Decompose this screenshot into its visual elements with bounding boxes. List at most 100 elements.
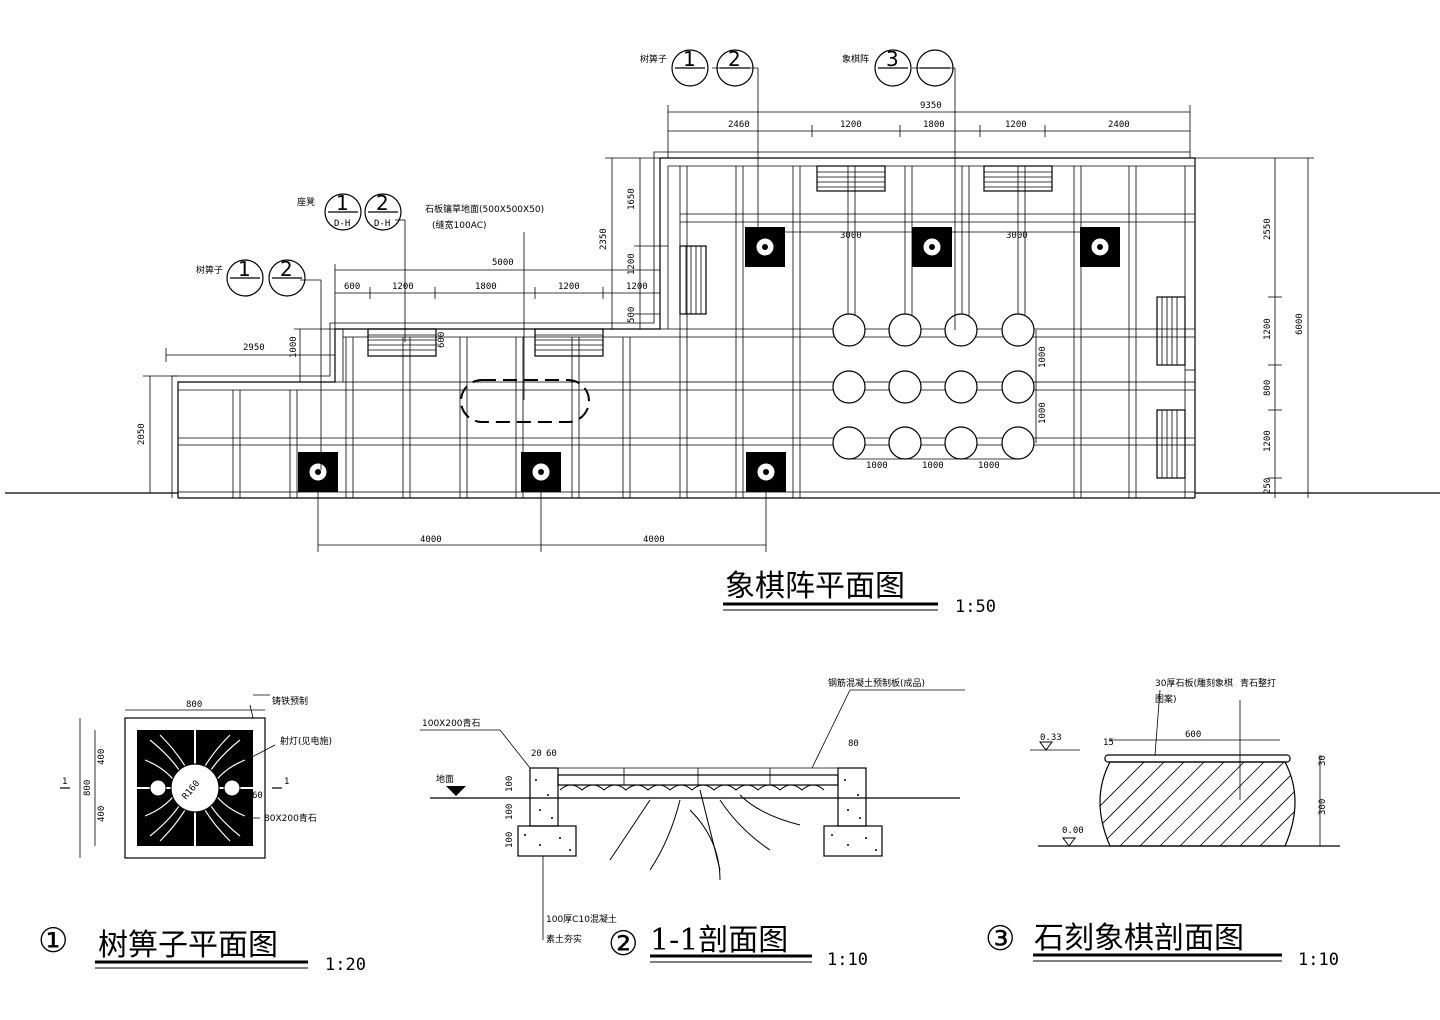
callout-symbols (226, 49, 954, 297)
chess-piece-array (832, 313, 1035, 460)
d2-dim-80: 80 (848, 739, 859, 749)
bench-mid-1 (367, 328, 437, 357)
callout-num: 1 (238, 257, 251, 281)
d3-dim-30: 30 (1318, 755, 1328, 766)
d1-sec-mark-right: 1 (284, 777, 289, 787)
dim-1200a: 1200 (840, 120, 862, 130)
d2-note-d: 素土夯实 (546, 933, 582, 945)
plan-outline (177, 157, 1196, 498)
dim-3000a: 3000 (840, 231, 862, 241)
callout-num: 1 (336, 191, 349, 215)
d1-note-c: 80X200青石 (264, 812, 317, 824)
detail1-tree-grate (60, 694, 282, 859)
d3-dim-600: 600 (1185, 730, 1201, 740)
dim-3000b: 3000 (1006, 231, 1028, 241)
d1-dim-60: 60 (252, 791, 263, 801)
dim-1200r2: 1200 (1263, 430, 1273, 452)
detail1-scale: 1:20 (325, 955, 366, 975)
detail1-title: 树箅子平面图 (98, 928, 278, 963)
d3-note-a2: 图案) (1155, 693, 1177, 705)
callout-num: 3 (886, 47, 899, 71)
dim-1200b: 1200 (1005, 120, 1027, 130)
paving-note-2: (缝宽100AC) (432, 219, 486, 231)
detail3-number: ③ (985, 919, 1015, 959)
d2-note-a: 100X200青石 (422, 717, 481, 729)
dim-2950: 2950 (243, 343, 265, 353)
d1-note-a: 铸铁预制 (272, 695, 308, 707)
bench-top-1 (816, 165, 886, 192)
d3-dim-15: 15 (1103, 738, 1114, 748)
dim-600v: 600 (437, 332, 447, 348)
dim-9350: 9350 (920, 101, 942, 111)
detail1-number: ① (38, 921, 68, 961)
dashed-paving-area (460, 379, 590, 423)
callout-bench: 座凳 (297, 196, 315, 208)
dim-1800: 1800 (923, 120, 945, 130)
d2-note-c: 100厚C10混凝土 (546, 913, 617, 925)
dim-600: 600 (344, 282, 360, 292)
main-scale: 1:50 (955, 597, 996, 617)
bench-vert-1 (679, 245, 707, 315)
d3-note-b: 青石整打 (1240, 677, 1276, 689)
callout-tree-grate-top: 树箅子 (640, 53, 667, 65)
dim-500v: 500 (627, 307, 637, 323)
d1-dim-800v: 800 (83, 780, 93, 796)
d2-dim-60: 60 (546, 749, 557, 759)
detail2-section (420, 689, 965, 940)
dim-2550: 2550 (1263, 218, 1273, 240)
d3-level-bot: 0.00 (1062, 826, 1084, 836)
callout-num: 1 (683, 47, 696, 71)
dim-2400: 2400 (1108, 120, 1130, 130)
dim-6000: 6000 (1295, 313, 1305, 335)
dim-2460: 2460 (728, 120, 750, 130)
bench-vert-2 (1156, 296, 1186, 366)
detail3-section (1030, 689, 1340, 847)
dim-1200d: 1200 (558, 282, 580, 292)
main-title: 象棋阵平面图 (725, 569, 905, 604)
callout-sub: D-H (334, 219, 350, 229)
d3-dim-300: 300 (1318, 799, 1328, 815)
dim-1000v: 1000 (289, 336, 299, 358)
dim-4000b: 4000 (643, 535, 665, 545)
d1-dim-400a: 400 (97, 749, 107, 765)
dim-2350: 2350 (599, 228, 609, 250)
d2-dim-100c: 100 (505, 832, 515, 848)
detail2-title: 1-1剖面图 (650, 923, 788, 958)
callout-num: 2 (280, 257, 293, 281)
dim-250r: 250 (1263, 478, 1273, 494)
callout-num: 2 (376, 191, 389, 215)
dim-800r: 800 (1263, 380, 1273, 396)
d1-dim-400b: 400 (97, 806, 107, 822)
d1-sec-mark-left: 1 (62, 777, 67, 787)
d3-note-a: 30厚石板(雕刻象棋 (1155, 677, 1233, 689)
bench-mid-2 (534, 328, 604, 357)
tree-grate-icon (298, 227, 1120, 492)
dim-5000: 5000 (492, 258, 514, 268)
dim-1650: 1650 (627, 188, 637, 210)
d2-dim-100b: 100 (505, 804, 515, 820)
dim-1200r: 1200 (1263, 318, 1273, 340)
detail2-number: ② (608, 924, 638, 964)
callout-chess-top: 象棋阵 (842, 53, 869, 65)
detail2-scale: 1:10 (827, 950, 868, 970)
d2-ground: 地面 (436, 773, 454, 785)
d3-level-top: 0.33 (1040, 733, 1062, 743)
dim-1000v2: 1000 (1038, 402, 1048, 424)
dim-1200e: 1200 (626, 282, 648, 292)
callout-num: 2 (728, 47, 741, 71)
bench-top-2 (983, 165, 1053, 192)
d1-note-b: 射灯(见电施) (280, 735, 332, 747)
dim-1000h1: 1000 (866, 461, 888, 471)
dim-1000v1: 1000 (1038, 346, 1048, 368)
dimension-lines (143, 105, 1314, 552)
d2-dim-20: 20 (531, 749, 542, 759)
bench-vert-3 (1156, 409, 1186, 479)
dim-1000h2: 1000 (922, 461, 944, 471)
detail3-scale: 1:10 (1298, 950, 1339, 970)
dim-1800b: 1800 (475, 282, 497, 292)
dim-1000h3: 1000 (978, 461, 1000, 471)
callout-tree-grate-left: 树箅子 (196, 264, 223, 276)
paving-grid (232, 166, 1186, 498)
dim-1200c: 1200 (392, 282, 414, 292)
